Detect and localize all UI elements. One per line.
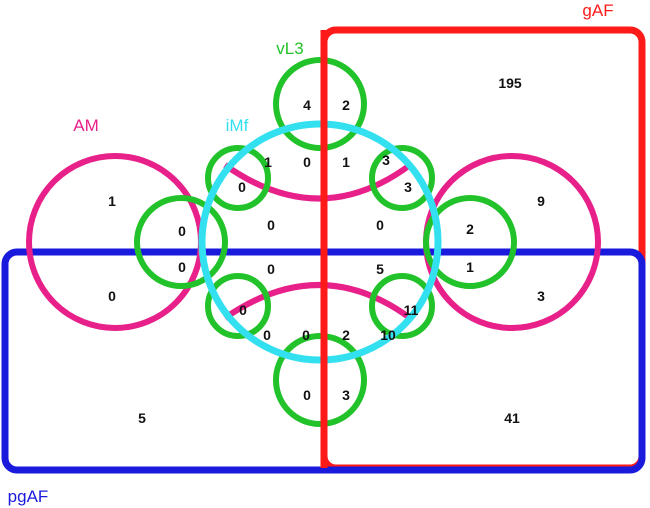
- count-region: 0: [239, 302, 247, 318]
- count-am-right-top: 9: [537, 193, 545, 209]
- count-vl3-top-right: 2: [342, 97, 350, 113]
- count-region: 3: [342, 387, 350, 403]
- count-region: 0: [302, 327, 310, 343]
- count-pgaf-only: 5: [138, 410, 146, 426]
- count-region: 0: [267, 261, 275, 277]
- vl3-label: vL3: [276, 39, 303, 58]
- count-region: 0: [263, 327, 271, 343]
- count-am-left-top: 1: [108, 193, 116, 209]
- gaf-label: gAF: [582, 1, 613, 20]
- count-region: 0: [178, 223, 186, 239]
- count-region: 10: [380, 327, 396, 343]
- count-region: 5: [376, 261, 384, 277]
- count-region: 0: [238, 179, 246, 195]
- count-region: 2: [342, 327, 350, 343]
- count-am-right-bottom: 3: [537, 288, 545, 304]
- count-region: 1: [264, 154, 272, 170]
- count-region: 0: [178, 259, 186, 275]
- imf-set-outline: [198, 120, 442, 364]
- am-label: AM: [73, 116, 99, 135]
- count-pgaf-gaf: 41: [504, 410, 520, 426]
- count-region: 0: [303, 154, 311, 170]
- vl3-set-outline: [134, 57, 517, 427]
- count-am-left-bottom: 0: [108, 288, 116, 304]
- count-vl3-top-left: 4: [303, 97, 311, 113]
- count-gaf-only: 195: [498, 75, 522, 91]
- count-region: 3: [404, 179, 412, 195]
- count-region: 2: [466, 221, 474, 237]
- count-region: 3: [382, 152, 390, 168]
- count-region: 11: [404, 302, 419, 318]
- count-region: 1: [342, 154, 350, 170]
- imf-label: iMf: [226, 116, 249, 135]
- count-region: 0: [303, 387, 311, 403]
- count-region: 0: [267, 217, 275, 233]
- pgaf-label: pgAF: [8, 487, 49, 506]
- count-region: 1: [466, 259, 474, 275]
- count-region: 0: [376, 217, 384, 233]
